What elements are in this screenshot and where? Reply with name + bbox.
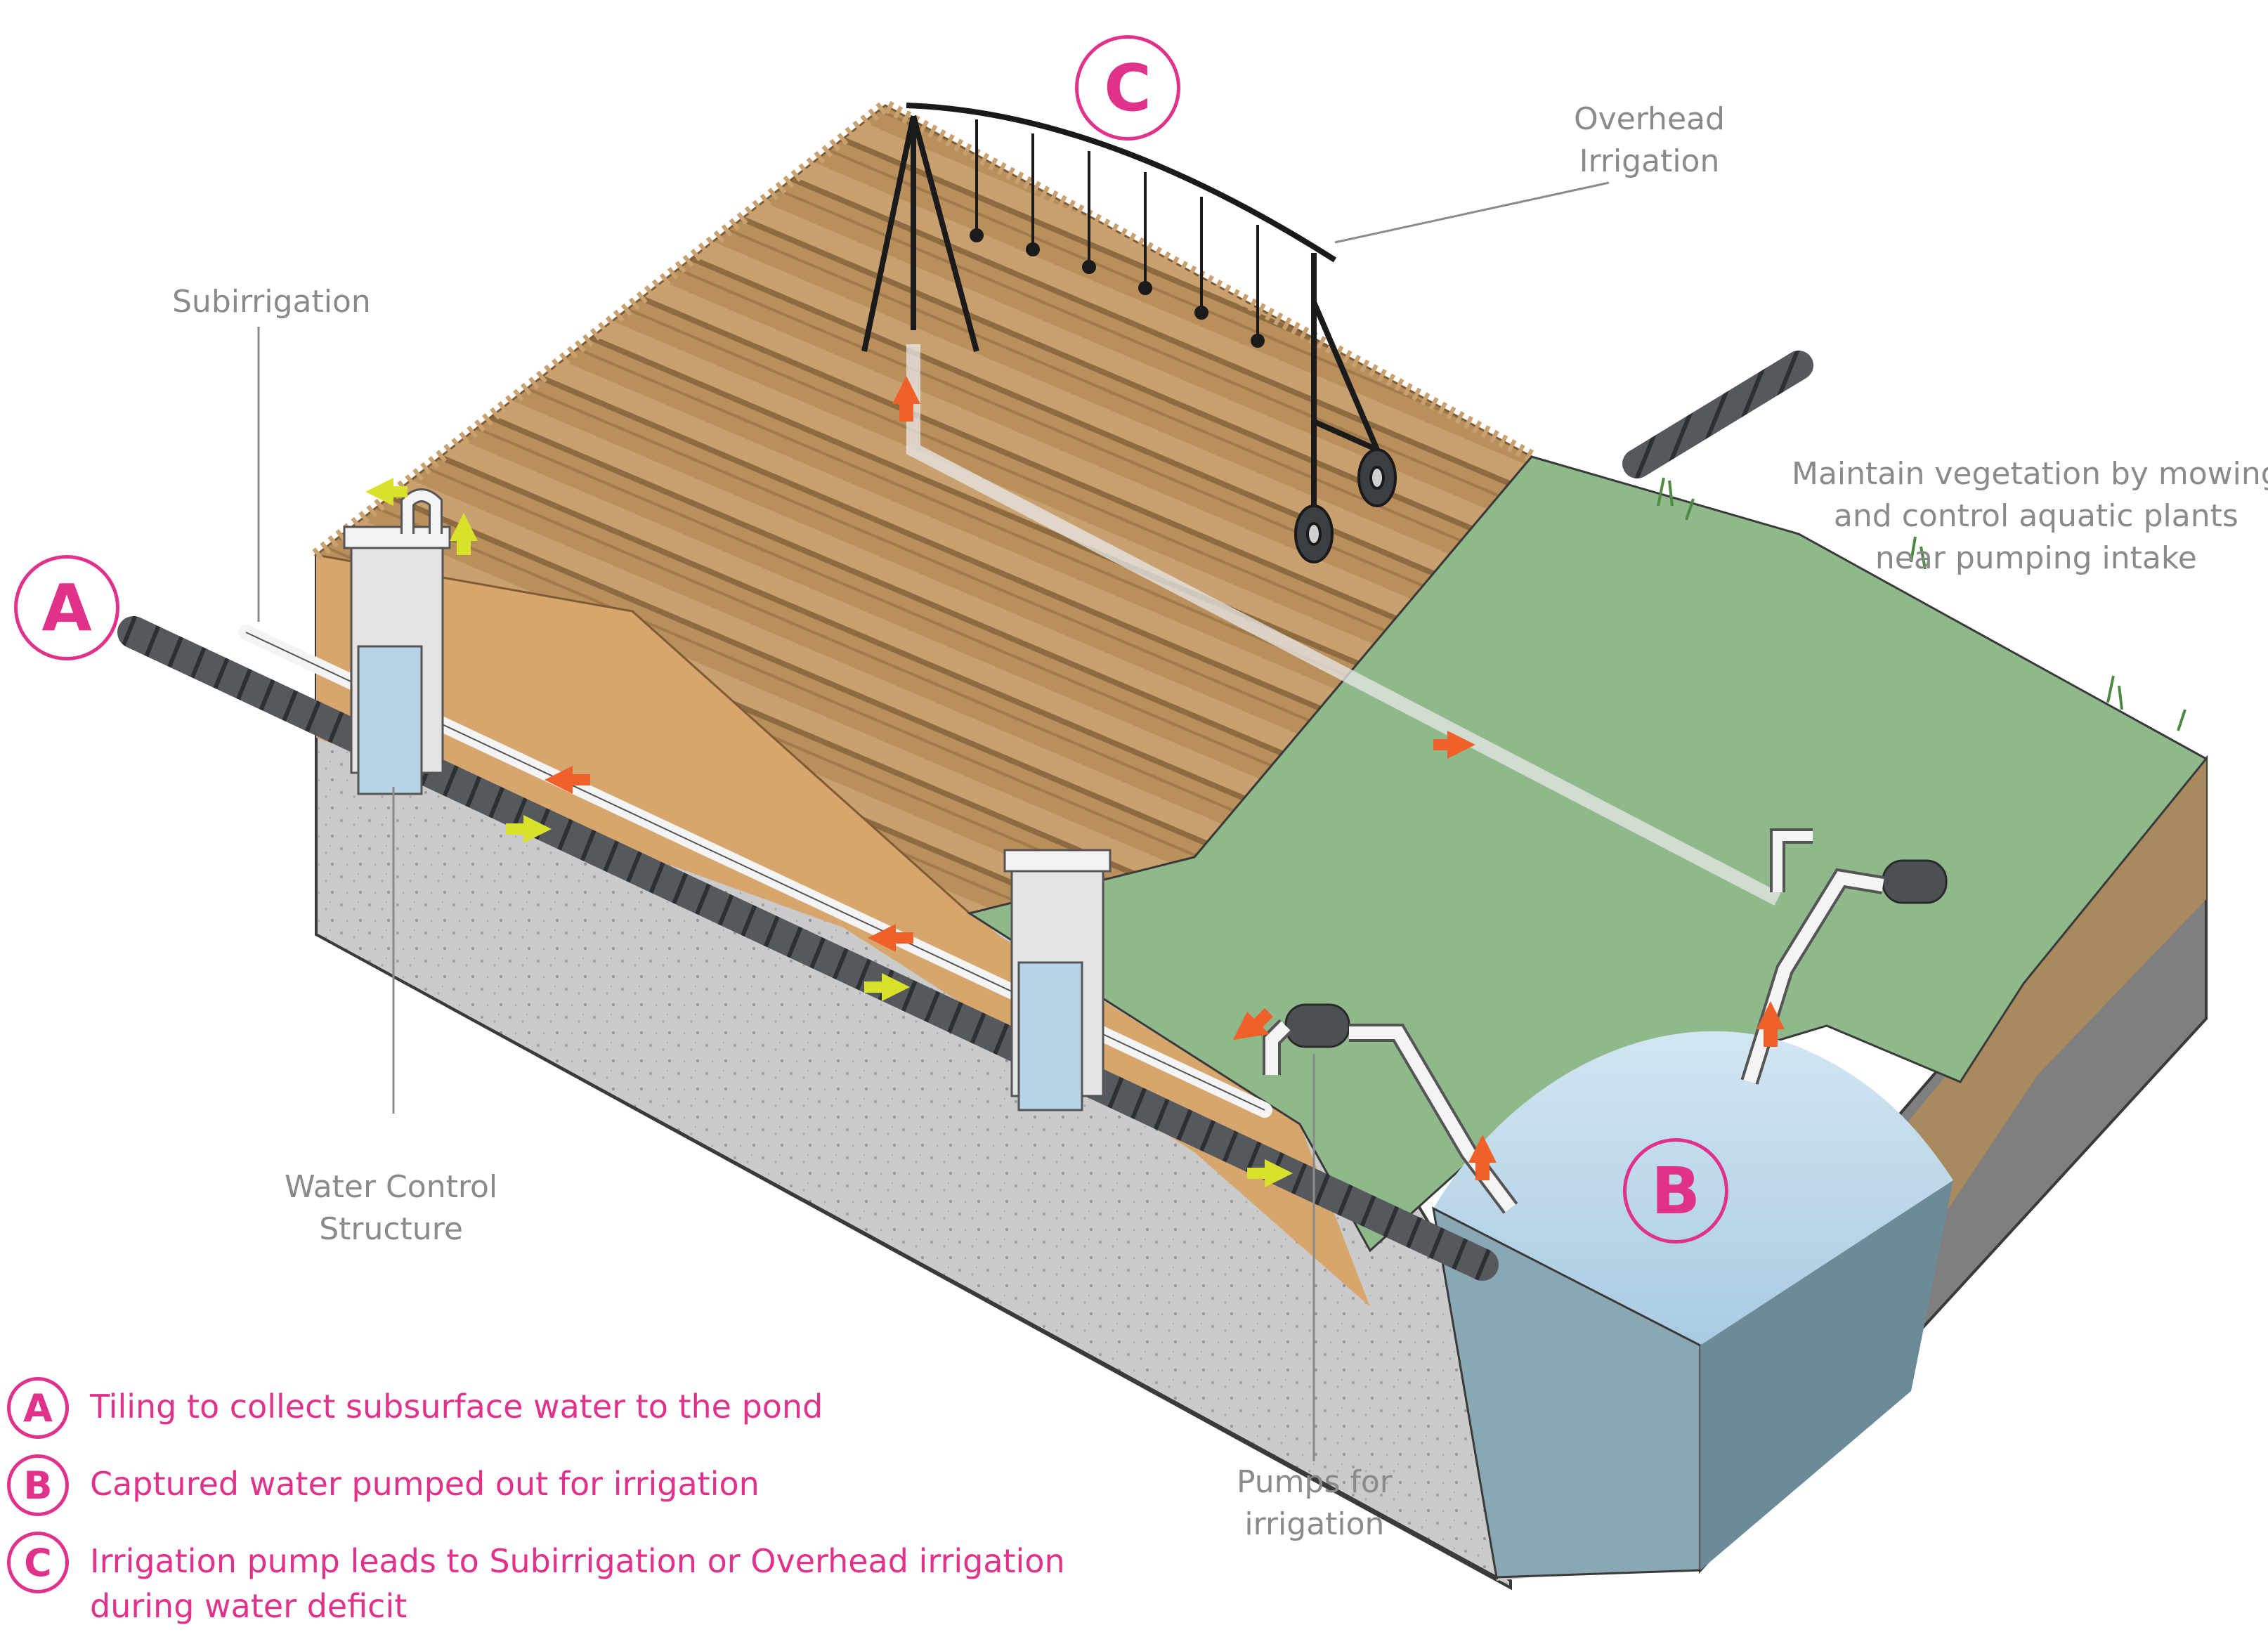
subirrigation-label: Subirrigation (172, 281, 371, 323)
subirrigation-label-text: Subirrigation (172, 284, 371, 320)
legend-text-b: Captured water pumped out for irrigation (90, 1454, 760, 1506)
grass-tufts (1657, 477, 2186, 731)
water-control-structure-1 (343, 488, 451, 795)
legend-row-c: C Irrigation pump leads to Subirrigation… (7, 1532, 1201, 1629)
overhead-irrigation-rig (861, 103, 1380, 541)
legend-a-line-1: Tiling to collect subsurface water to th… (90, 1388, 823, 1426)
legend-row-b: B Captured water pumped out for irrigati… (7, 1454, 1201, 1516)
legend-text-a: Tiling to collect subsurface water to th… (90, 1377, 823, 1429)
water-control-structure-2 (1003, 849, 1112, 1111)
pumps-label-line-2: irrigation (1244, 1506, 1385, 1542)
pumps-label-line-1: Pumps for (1237, 1464, 1393, 1500)
legend-text-c: Irrigation pump leads to Subirrigation o… (90, 1532, 1065, 1629)
overhead-label-line-1: Overhead (1574, 101, 1725, 137)
legend-marker-a: A (7, 1377, 69, 1439)
vegetation-label-line-1: Maintain vegetation by mowing (1792, 456, 2268, 492)
overhead-irrigation-label: Overhead Irrigation (1574, 98, 1725, 183)
pumps-label: Pumps for irrigation (1237, 1461, 1393, 1546)
water-control-label-line-1: Water Control (285, 1169, 498, 1205)
clay-layer (316, 555, 1370, 1307)
legend-marker-b: B (7, 1454, 69, 1516)
rig-wheels (1294, 448, 1397, 563)
vegetation-label-line-3: near pumping intake (1875, 540, 2197, 576)
vegetation-label-line-2: and control aquatic plants (1833, 498, 2238, 534)
water-control-label-line-2: Structure (319, 1211, 463, 1247)
overhead-supply-pipe (906, 344, 1781, 906)
marker-c: C (1075, 35, 1180, 141)
marker-a: A (14, 555, 119, 660)
leader-lines (257, 181, 1610, 1461)
tile-pipe-back (1622, 351, 1813, 478)
sprinkler-drops (970, 119, 1265, 348)
legend-b-line-1: Captured water pumped out for irrigation (90, 1465, 760, 1503)
legend-c-line-2: during water deficit (90, 1587, 408, 1625)
legend: A Tiling to collect subsurface water to … (7, 1377, 1201, 1644)
marker-b: B (1623, 1138, 1728, 1244)
vegetation-label: Maintain vegetation by mowing and contro… (1792, 453, 2268, 580)
clay-right-face (1883, 759, 2206, 1222)
water-control-structure-label: Water Control Structure (285, 1166, 497, 1251)
overhead-label-line-2: Irrigation (1579, 143, 1720, 179)
flow-arrows-out (545, 376, 1785, 1180)
flow-arrows-in (365, 478, 1293, 1187)
pond-right-face (1700, 1180, 1953, 1570)
legend-c-line-1: Irrigation pump leads to Subirrigation o… (90, 1542, 1065, 1580)
legend-row-a: A Tiling to collect subsurface water to … (7, 1377, 1201, 1439)
legend-marker-c: C (7, 1532, 69, 1593)
